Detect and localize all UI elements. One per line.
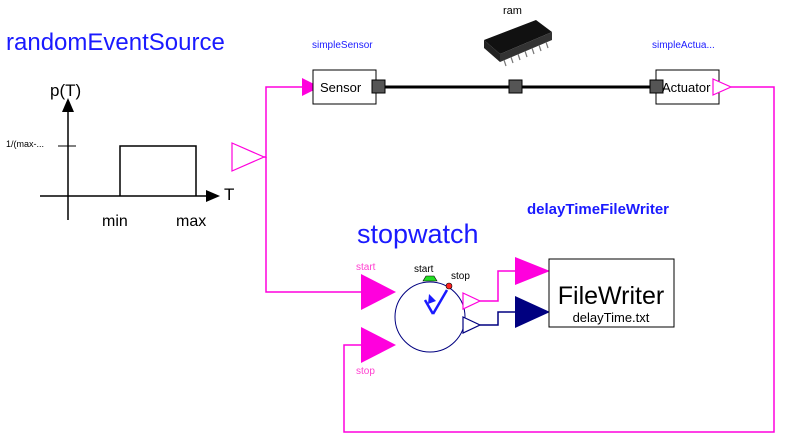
- random-event-source[interactable]: randomEventSource p(T) T 1/(max-... min …: [6, 29, 266, 230]
- dial-stop-label: stop: [451, 271, 470, 282]
- wire-source-to-stopwatch-start: [265, 157, 362, 293]
- wire-source-to-sensor: [264, 86, 304, 158]
- simple-actuator-name: simpleActua...: [652, 40, 715, 51]
- sensor-label: Sensor: [320, 80, 362, 95]
- ram-bus-port[interactable]: [508, 79, 523, 94]
- random-event-source-title: randomEventSource: [6, 29, 225, 56]
- ram[interactable]: ram: [484, 5, 552, 94]
- stopwatch[interactable]: stopwatch start stop start stop: [356, 219, 482, 377]
- x-axis-label: T: [224, 185, 234, 204]
- level-label: 1/(max-...: [6, 139, 44, 149]
- writer-input-port-navy[interactable]: [515, 296, 550, 328]
- max-label: max: [176, 213, 206, 230]
- file-writer-box: [548, 258, 675, 328]
- sensor-output-port[interactable]: [371, 79, 386, 94]
- actuator-output-port[interactable]: [712, 78, 733, 96]
- stopwatch-stop-port[interactable]: [361, 327, 396, 363]
- uniform-distribution-icon: [40, 98, 220, 220]
- actuator-label: Actuator: [662, 80, 711, 95]
- simple-sensor-name: simpleSensor: [312, 40, 373, 51]
- random-event-source-output-port[interactable]: [231, 142, 266, 172]
- simple-actuator[interactable]: simpleActua... Actuator: [649, 40, 733, 105]
- wire-actuator-to-stopwatch-stop: [343, 86, 775, 433]
- wire-stopwatch-to-writer-navy: [480, 311, 516, 326]
- file-writer-title: FileWriter: [558, 282, 664, 310]
- actuator-input-port[interactable]: [649, 79, 664, 94]
- sensor-input-port[interactable]: [302, 78, 320, 96]
- min-label: min: [102, 213, 128, 230]
- ram-name: ram: [503, 5, 522, 17]
- stopwatch-output-port-magenta[interactable]: [462, 292, 482, 310]
- delay-writer-name: delayTimeFileWriter: [527, 201, 669, 218]
- stopwatch-icon: [394, 275, 466, 353]
- y-axis-label: p(T): [50, 81, 81, 100]
- stopwatch-output-port-navy[interactable]: [462, 316, 482, 334]
- stop-port-label: stop: [356, 366, 375, 377]
- delay-time-file-writer[interactable]: delayTimeFileWriter FileWriter delayTime…: [515, 201, 675, 328]
- stopwatch-name: stopwatch: [357, 219, 479, 249]
- dial-start-label: start: [414, 264, 434, 275]
- stopwatch-start-port[interactable]: [361, 274, 396, 310]
- simple-sensor[interactable]: simpleSensor Sensor: [302, 40, 386, 105]
- actuator-box: [655, 69, 720, 105]
- file-writer-filename: delayTime.txt: [573, 310, 650, 325]
- wire-stopwatch-to-writer-magenta: [480, 270, 516, 302]
- start-port-label: start: [356, 262, 376, 273]
- writer-input-port-magenta[interactable]: [515, 257, 550, 285]
- memory-chip-icon: [484, 20, 552, 67]
